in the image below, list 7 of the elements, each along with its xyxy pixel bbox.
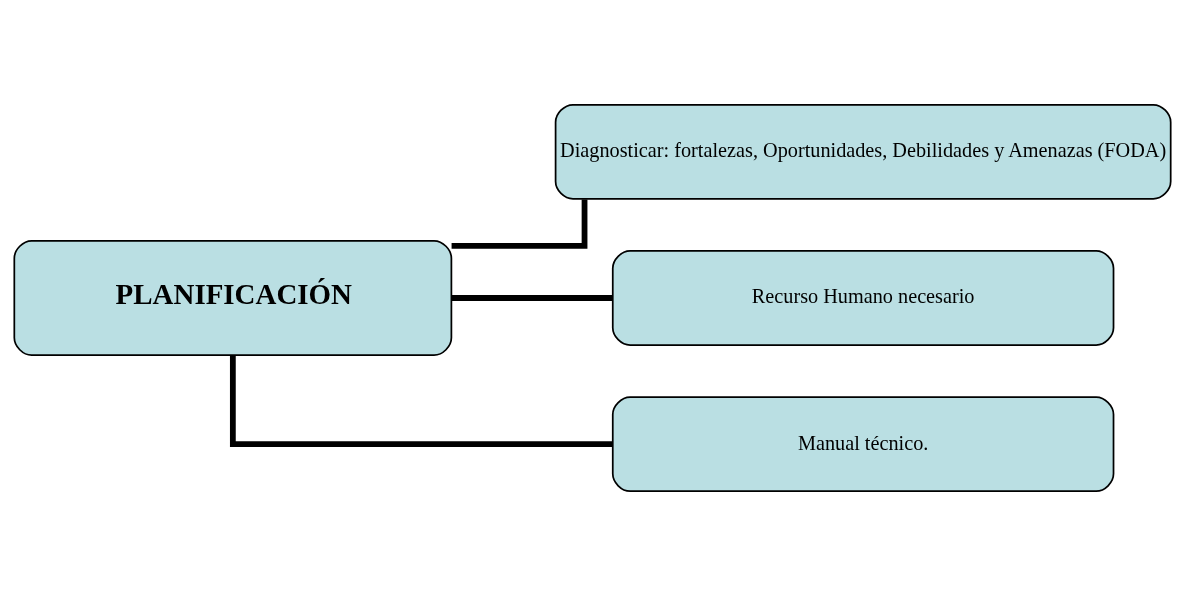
connector [229,355,613,448]
node-box: Diagnosticar: fortalezas, Oportunidades, Debilidades y Amenazas (FODA) [554,103,1172,200]
connector [451,199,588,249]
node-box: Manual técnico. [611,396,1115,493]
node-box: PLANIFICACIÓN [13,239,453,357]
node-box: Recurso Humano necesario [611,250,1115,346]
connector [451,295,613,301]
